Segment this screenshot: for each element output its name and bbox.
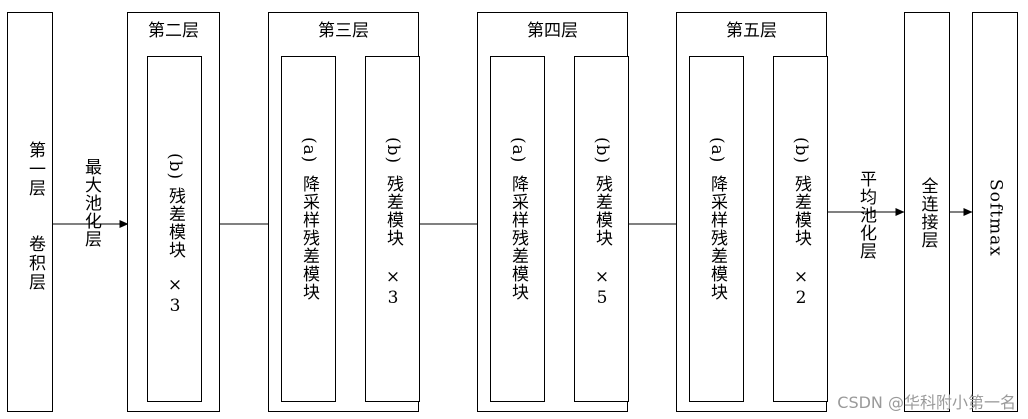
layer1-label: 第一层 bbox=[25, 141, 45, 198]
module-tag: (a) bbox=[299, 137, 319, 164]
module-mult: ×3 bbox=[165, 275, 185, 317]
module-tag: (b) bbox=[383, 137, 403, 165]
max-pool-label: 最大池化层 bbox=[81, 158, 101, 248]
layer1-conv-box: 第一层 卷积层 bbox=[7, 12, 53, 412]
fc-label: 全连接层 bbox=[917, 177, 938, 249]
layer5-title: 第五层 bbox=[726, 21, 777, 41]
layer3-title: 第三层 bbox=[318, 21, 369, 41]
module-name: 降采样残差模块 bbox=[299, 175, 319, 301]
module-tag: (a) bbox=[508, 137, 528, 164]
module-name: 残差模块 bbox=[165, 187, 185, 259]
watermark: CSDN @华科附小第一名 bbox=[837, 393, 1016, 412]
softmax-box: Softmax bbox=[972, 12, 1018, 412]
layer3-box: 第三层 (a) 降采样残差模块 (b) 残差模块 ×3 bbox=[268, 12, 420, 412]
module-mult: ×5 bbox=[592, 267, 612, 309]
module-tag: (b) bbox=[592, 137, 612, 165]
module-mult: ×2 bbox=[791, 267, 811, 309]
module-name: 残差模块 bbox=[791, 175, 811, 247]
module-name: 降采样残差模块 bbox=[707, 175, 727, 301]
layer2-box: 第二层 (b) 残差模块 ×3 bbox=[127, 12, 220, 412]
module-name: 残差模块 bbox=[383, 175, 403, 247]
layer3-module-a: (a) 降采样残差模块 bbox=[281, 56, 336, 402]
layer5-module-a: (a) 降采样残差模块 bbox=[689, 56, 744, 402]
layer5-module-b: (b) 残差模块 ×2 bbox=[773, 56, 828, 402]
layer4-module-a: (a) 降采样残差模块 bbox=[490, 56, 545, 402]
layer3-module-b: (b) 残差模块 ×3 bbox=[365, 56, 420, 402]
fc-box: 全连接层 bbox=[904, 12, 950, 412]
module-name: 残差模块 bbox=[592, 175, 612, 247]
layer4-title: 第四层 bbox=[527, 21, 578, 41]
module-tag: (b) bbox=[791, 137, 811, 165]
layer5-box: 第五层 (a) 降采样残差模块 (b) 残差模块 ×2 bbox=[676, 12, 828, 412]
layer2-title: 第二层 bbox=[148, 21, 199, 41]
layer4-box: 第四层 (a) 降采样残差模块 (b) 残差模块 ×5 bbox=[477, 12, 629, 412]
module-name: 降采样残差模块 bbox=[508, 175, 528, 301]
avg-pool-label: 平均池化层 bbox=[856, 170, 876, 260]
module-mult: ×3 bbox=[383, 267, 403, 309]
layer4-module-b: (b) 残差模块 ×5 bbox=[574, 56, 629, 402]
module-tag: (b) bbox=[165, 153, 185, 181]
module-tag: (a) bbox=[707, 137, 727, 164]
conv-label: 卷积层 bbox=[25, 235, 45, 292]
layer2-module-b: (b) 残差模块 ×3 bbox=[147, 56, 202, 402]
softmax-label: Softmax bbox=[985, 179, 1006, 257]
